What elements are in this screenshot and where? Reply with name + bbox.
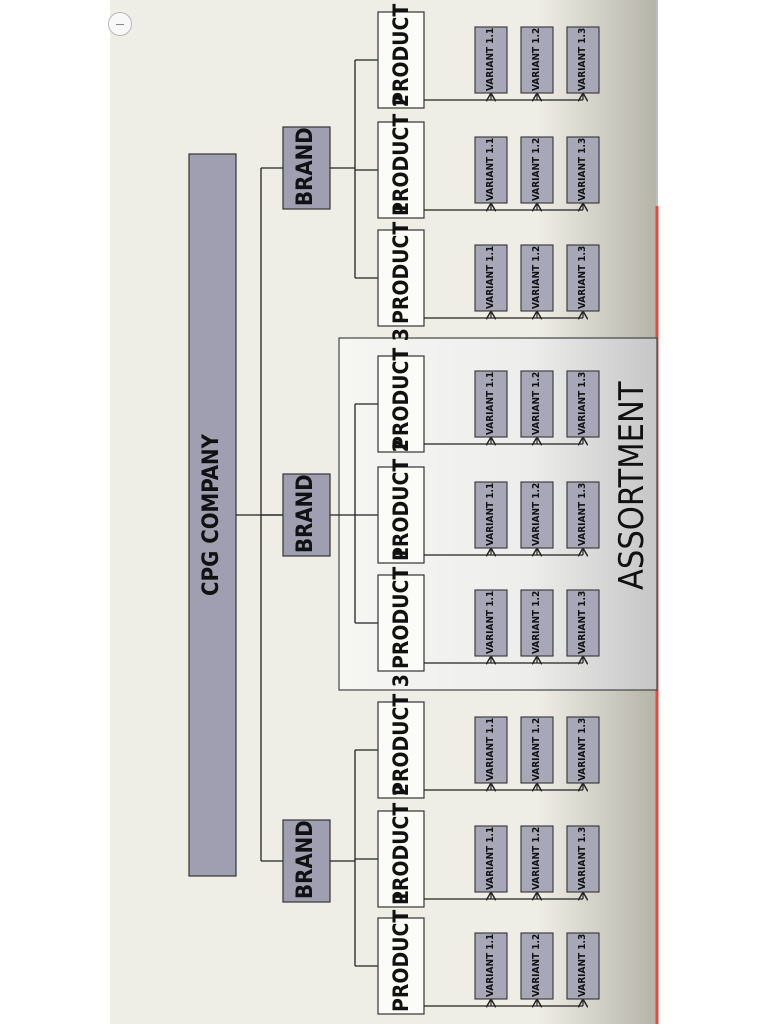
variant-box [566,26,600,94]
variant-box [520,481,554,549]
variant-label: VARIANT 1.3 [577,27,588,91]
variant-box [566,825,600,893]
product-label: PRODUCT 1 [389,890,413,1012]
variant-box [566,481,600,549]
product-box [377,701,425,799]
brand-box [282,126,331,210]
product-box [377,229,425,327]
variant-box [520,716,554,784]
variant-box [566,136,600,204]
variant-box [520,932,554,1000]
variant-label: VARIANT 1.2 [531,717,542,781]
variant-label: VARIANT 1.3 [577,933,588,997]
variant-box [474,481,508,549]
variant-label: VARIANT 1.2 [531,482,542,546]
variant-label: VARIANT 1.1 [485,27,496,91]
product-label: PRODUCT 1 [389,202,413,324]
variant-box [474,136,508,204]
company-label: CPG COMPANY [199,434,224,596]
product-box [377,574,425,672]
variant-label: VARIANT 1.3 [577,482,588,546]
product-label: PRODUCT 1 [389,547,413,669]
variant-label: VARIANT 1.1 [485,717,496,781]
left-margin [0,0,110,1024]
collapse-button[interactable] [108,12,132,36]
variant-label: VARIANT 1.1 [485,590,496,654]
company-bar [188,153,237,877]
variant-box [474,370,508,438]
assortment-label: ASSORTMENT [612,381,652,590]
variant-label: VARIANT 1.1 [485,826,496,890]
variant-box [520,589,554,657]
product-box [377,11,425,109]
variant-box [520,370,554,438]
variant-label: VARIANT 1.3 [577,371,588,435]
variant-box [474,825,508,893]
variant-box [520,26,554,94]
product-box [377,355,425,453]
variant-label: VARIANT 1.3 [577,717,588,781]
variant-box [520,136,554,204]
product-box [377,466,425,564]
variant-box [474,26,508,94]
variant-box [520,244,554,312]
variant-box [474,932,508,1000]
variant-box [566,589,600,657]
variant-label: VARIANT 1.2 [531,27,542,91]
right-margin [658,0,768,1024]
brand-box [282,473,331,557]
product-box [377,121,425,219]
variant-box [474,716,508,784]
variant-box [566,932,600,1000]
brand-label: BRAND [293,127,318,206]
brand-label: BRAND [293,474,318,553]
variant-label: VARIANT 1.2 [531,590,542,654]
variant-label: VARIANT 1.1 [485,482,496,546]
variant-label: VARIANT 1.1 [485,245,496,309]
product-label: PRODUCT 3 [389,0,413,106]
product-box [377,917,425,1015]
variant-box [566,716,600,784]
variant-label: VARIANT 1.3 [577,590,588,654]
variant-box [520,825,554,893]
variant-label: VARIANT 1.2 [531,371,542,435]
product-box [377,810,425,908]
variant-label: VARIANT 1.1 [485,137,496,201]
variant-label: VARIANT 1.3 [577,137,588,201]
variant-label: VARIANT 1.1 [485,933,496,997]
variant-box [566,370,600,438]
variant-label: VARIANT 1.2 [531,933,542,997]
brand-label: BRAND [293,820,318,899]
variant-label: VARIANT 1.1 [485,371,496,435]
variant-box [474,589,508,657]
variant-label: VARIANT 1.3 [577,826,588,890]
variant-label: VARIANT 1.2 [531,826,542,890]
variant-label: VARIANT 1.2 [531,137,542,201]
brand-box [282,819,331,903]
variant-box [474,244,508,312]
variant-label: VARIANT 1.3 [577,245,588,309]
variant-box [566,244,600,312]
product-label: PRODUCT 3 [389,328,413,450]
variant-label: VARIANT 1.2 [531,245,542,309]
